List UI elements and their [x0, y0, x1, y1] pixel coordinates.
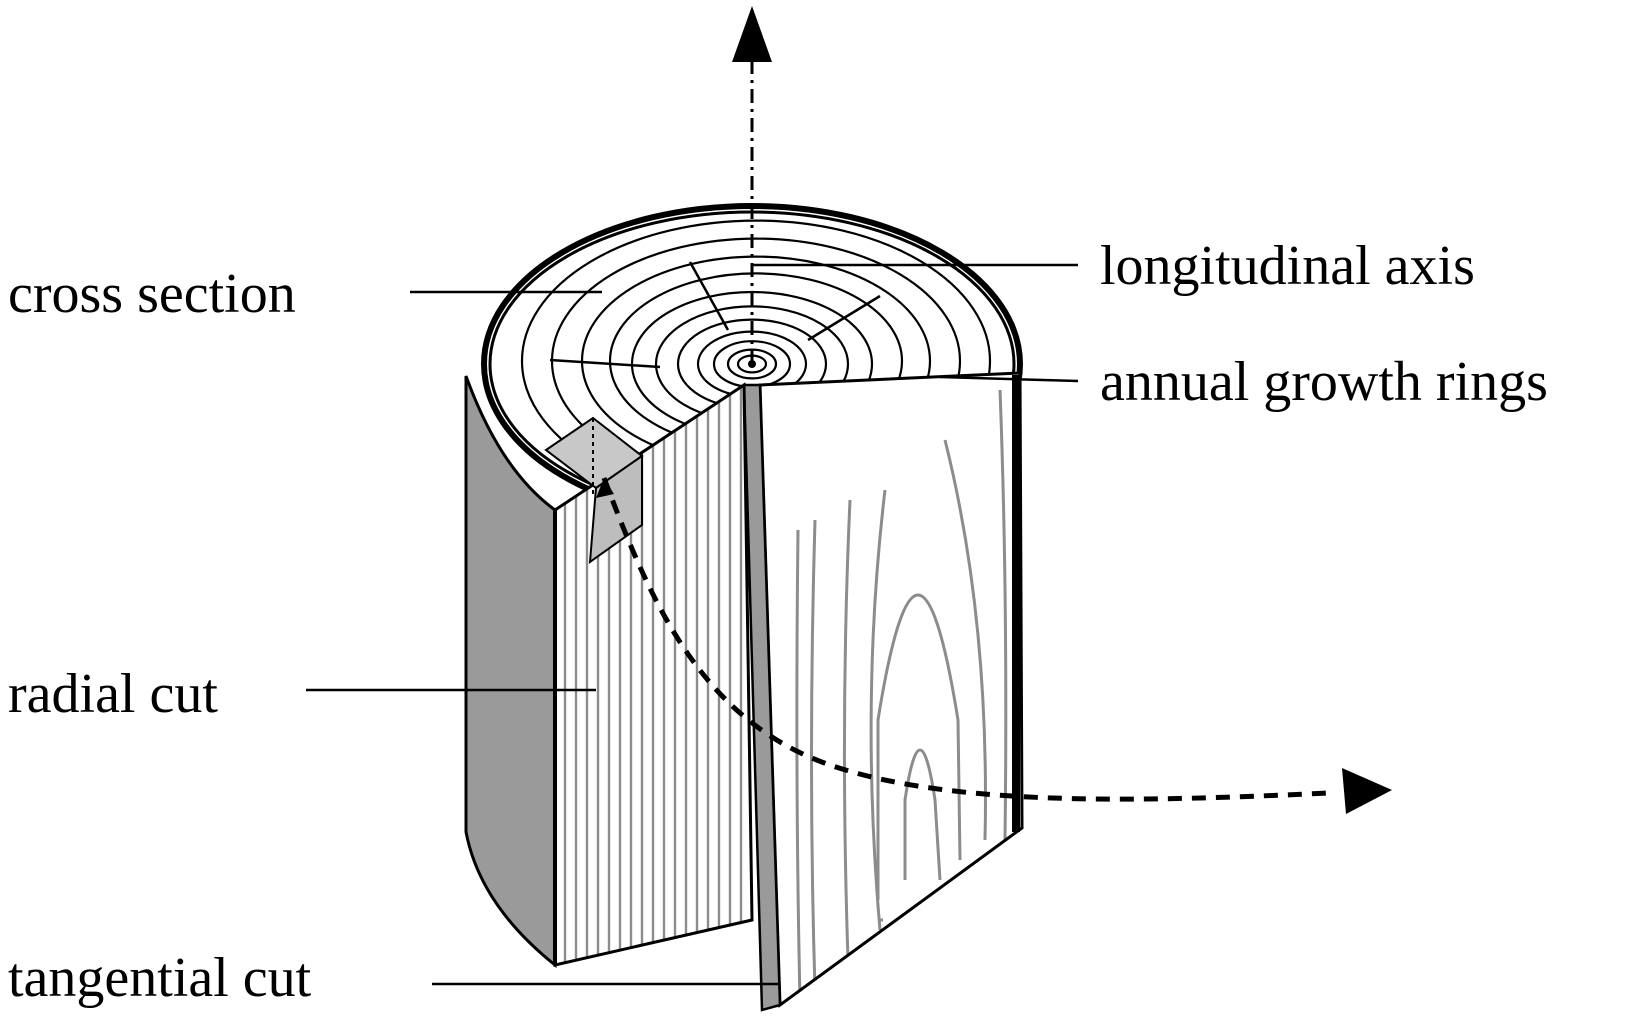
leader-lines — [306, 263, 1079, 986]
label-tangential-cut: tangential cut — [8, 947, 312, 1009]
label-longitudinal-axis: longitudinal axis — [1100, 235, 1475, 297]
longitudinal-axis-arrow — [732, 6, 772, 368]
label-radial-cut: radial cut — [8, 663, 218, 725]
label-cross-section: cross section — [8, 263, 296, 325]
growth-ring — [726, 348, 778, 380]
tangential-cut-face — [758, 371, 1024, 1008]
cut-wedge — [742, 383, 782, 1012]
label-annual-growth-rings: annual growth rings — [1100, 351, 1548, 413]
dashed-cut-arrow — [596, 477, 1392, 814]
